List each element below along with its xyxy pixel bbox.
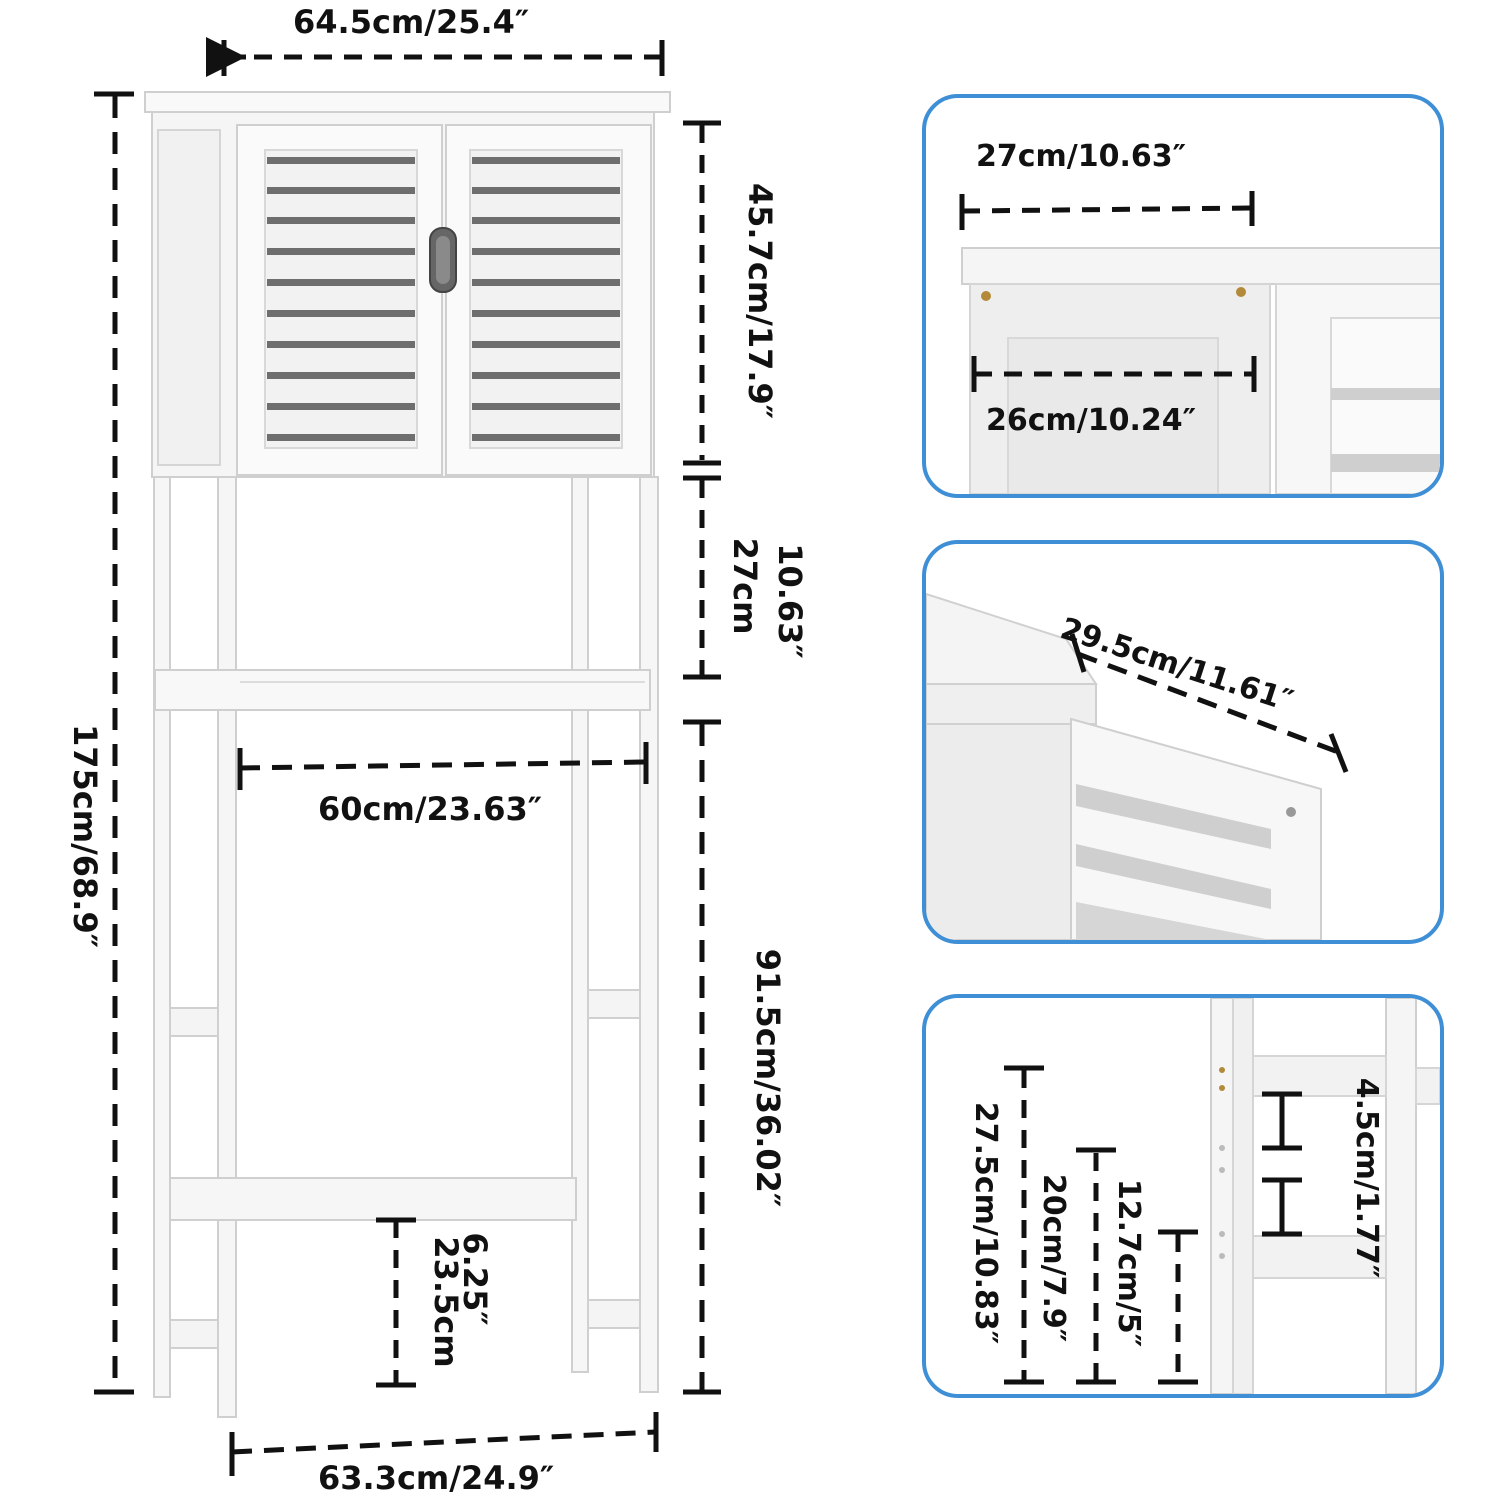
- label-shelf-width: 60cm/23.63″: [318, 790, 543, 828]
- detail-panel-depth: 27cm/10.63″ 26cm/10.24″: [922, 94, 1444, 498]
- label-depth-inner: 26cm/10.24″: [986, 403, 1197, 438]
- side-rail-left-lower: [169, 1319, 219, 1349]
- leg-back-left: [153, 476, 171, 1398]
- back-crossbar: [169, 1177, 577, 1221]
- detail-panel-shelf-heights: 27.5cm/10.83″ 20cm/7.9″ 12.7cm/5″ 4.5cm/…: [922, 994, 1444, 1398]
- label-bar-height-cm: 23.5cm: [427, 1236, 465, 1368]
- dim-cabinet-height: [683, 120, 721, 466]
- label-open-shelf-height-cm: 27cm: [726, 537, 764, 635]
- label-top-width: 64.5cm/25.4″: [293, 3, 530, 41]
- dim-shelf-width: [237, 742, 649, 790]
- side-rail-left-upper: [169, 1007, 219, 1037]
- dim-open-shelf-height: [683, 475, 721, 680]
- dim-base-width: [229, 1412, 659, 1476]
- label-shelf-spacing: 4.5cm/1.77″: [1349, 1077, 1384, 1279]
- leg-front-left: [217, 476, 237, 1418]
- dim-top-width: [206, 37, 665, 77]
- label-shelf-height-3: 12.7cm/5″: [1111, 1178, 1146, 1348]
- leg-back-right: [571, 476, 589, 1373]
- left-door-slats: [267, 157, 415, 441]
- label-lower-height: 91.5cm/36.02″: [749, 948, 787, 1208]
- dim-bar-height: [376, 1217, 416, 1388]
- cabinet-side-panel: [157, 129, 221, 466]
- side-rail-right-upper: [587, 989, 641, 1019]
- leg-front-right: [639, 476, 659, 1393]
- dim-total-height: [94, 91, 134, 1395]
- left-door-slat-frame: [264, 149, 418, 449]
- right-door-slat-frame: [469, 149, 623, 449]
- right-door-slats: [472, 157, 620, 441]
- label-total-height: 175cm/68.9″: [66, 723, 104, 949]
- label-cabinet-height: 45.7cm/17.9″: [741, 182, 779, 420]
- label-open-shelf-height-inch: 10.63″: [771, 543, 809, 659]
- label-shelf-height-2: 20cm/7.9″: [1036, 1173, 1071, 1343]
- detail-panel-door: 29.5cm/11.61″: [922, 540, 1444, 944]
- dim-lower-height: [683, 719, 721, 1395]
- top-board: [144, 91, 671, 113]
- label-depth-outer: 27cm/10.63″: [976, 139, 1187, 174]
- open-shelf: [154, 669, 651, 711]
- label-base-width: 63.3cm/24.9″: [318, 1459, 555, 1497]
- label-shelf-height-1: 27.5cm/10.83″: [968, 1101, 1003, 1345]
- side-rail-right-lower: [587, 1299, 641, 1329]
